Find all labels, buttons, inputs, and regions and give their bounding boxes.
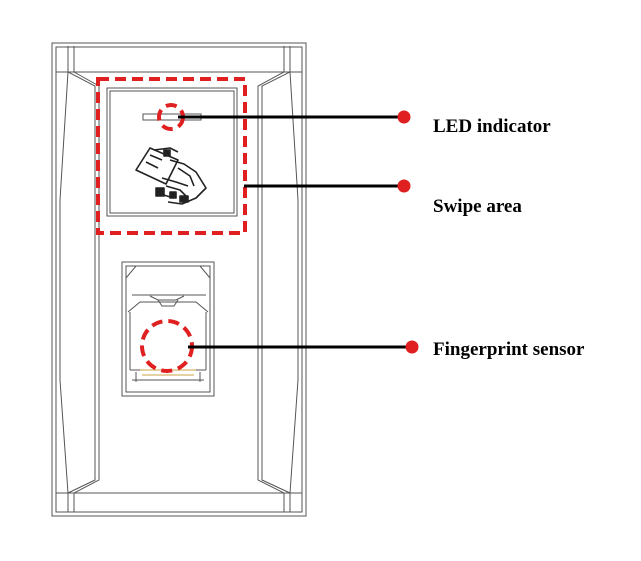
fingerprint-housing (121, 261, 215, 397)
swipe-dot (397, 179, 411, 193)
led-dot (397, 110, 411, 124)
fingerprint-sensor-marker (140, 319, 194, 373)
leader-lines (178, 115, 412, 349)
fingerprint-dot (405, 340, 419, 354)
led-indicator-label: LED indicator (433, 116, 551, 137)
fingerprint-sensor-label: Fingerprint sensor (433, 339, 585, 360)
swipe-area-outline (96, 77, 247, 235)
callout-markers (96, 77, 247, 373)
swipe-area-label: Swipe area (433, 196, 522, 217)
device-housing (51, 42, 307, 517)
card-swipe-icon (135, 147, 207, 205)
leader-dots (397, 110, 419, 354)
